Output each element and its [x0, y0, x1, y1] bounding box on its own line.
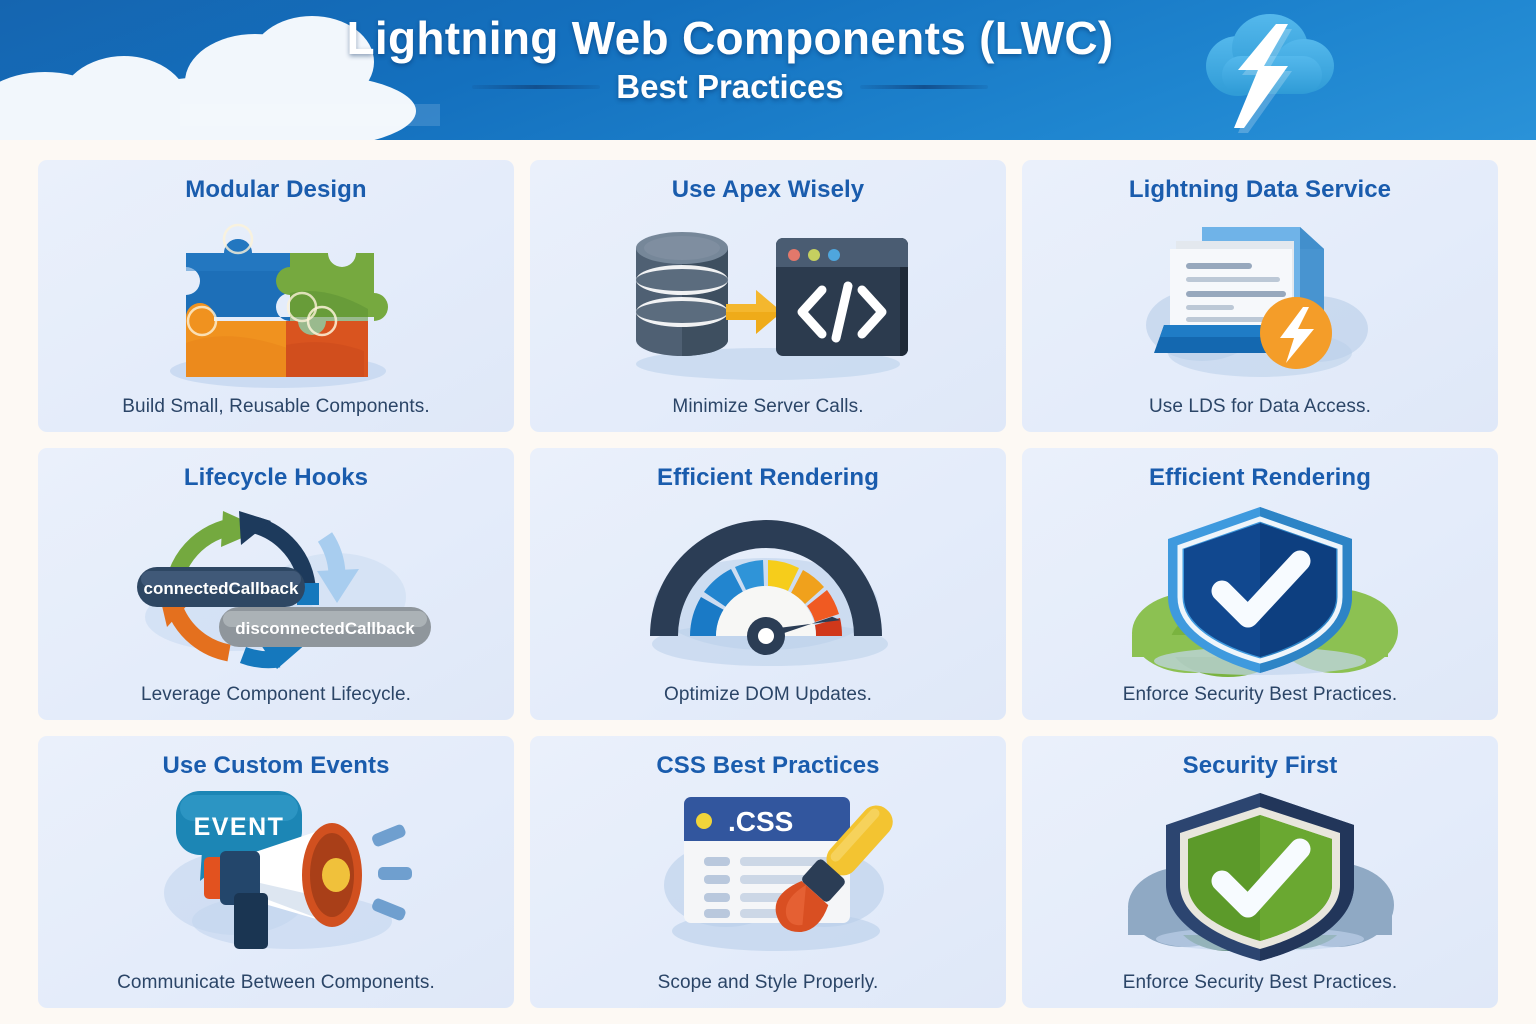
- card-title: Use Custom Events: [162, 752, 390, 779]
- card-title: Lifecycle Hooks: [183, 464, 369, 491]
- card-artwork: [48, 204, 504, 396]
- blue-shield-check-icon: [1132, 507, 1398, 677]
- card-efficient-rendering-security[interactable]: Efficient Rendering Enforce Security Bes…: [1022, 448, 1498, 720]
- card-title: CSS Best Practices: [656, 752, 880, 779]
- card-artwork: [1032, 492, 1488, 684]
- card-caption: Minimize Server Calls.: [672, 396, 864, 417]
- card-use-apex-wisely[interactable]: Use Apex Wisely: [530, 160, 1006, 432]
- page-title: Lightning Web Components (LWC): [346, 12, 1114, 64]
- card-title: Modular Design: [185, 176, 367, 203]
- svg-text:EVENT: EVENT: [194, 813, 285, 841]
- page-header: Lightning Web Components (LWC) Best Prac…: [0, 0, 1536, 140]
- best-practices-grid: Modular Design: [38, 160, 1498, 1008]
- card-title: Use Apex Wisely: [671, 176, 865, 203]
- card-title: Efficient Rendering: [657, 464, 879, 491]
- code-window-icon: [776, 237, 908, 356]
- paintbrush-icon: [775, 805, 893, 933]
- card-caption: Build Small, Reusable Components.: [122, 396, 430, 417]
- svg-text:connectedCallback: connectedCallback: [144, 579, 299, 598]
- card-lightning-data-service[interactable]: Lightning Data Service: [1022, 160, 1498, 432]
- card-efficient-rendering[interactable]: Efficient Rendering: [530, 448, 1006, 720]
- card-title: Lightning Data Service: [1128, 176, 1392, 203]
- event-speech-bubble: EVENT: [176, 791, 302, 881]
- card-artwork: [540, 492, 996, 684]
- card-caption: Optimize DOM Updates.: [664, 684, 872, 705]
- arrow-right-icon: [726, 289, 782, 334]
- pill-connected-callback: connectedCallback: [137, 567, 305, 607]
- card-caption: Enforce Security Best Practices.: [1122, 972, 1398, 993]
- megaphone-icon: [204, 823, 412, 949]
- data-folder-with-lightning-badge-icon: [1146, 227, 1368, 377]
- subtitle-rule-left: [472, 84, 601, 89]
- page-subtitle: Best Practices: [616, 67, 844, 105]
- card-title: Efficient Rendering: [1149, 464, 1371, 491]
- svg-text:.CSS: .CSS: [728, 806, 793, 837]
- page-subtitle-row: Best Practices: [250, 68, 1210, 106]
- card-artwork: [1032, 780, 1488, 972]
- card-modular-design[interactable]: Modular Design: [38, 160, 514, 432]
- card-css-best-practices[interactable]: CSS Best Practices .CSS: [530, 736, 1006, 1008]
- pill-disconnected-callback: disconnectedCallback: [219, 607, 431, 647]
- card-title: Security First: [1182, 752, 1338, 779]
- header-cloud-icon: [196, 74, 416, 140]
- card-caption: Scope and Style Properly.: [657, 972, 879, 993]
- database-to-code-window-icon: [636, 231, 908, 380]
- database-icon: [636, 231, 728, 356]
- card-lifecycle-hooks[interactable]: Lifecycle Hooks: [38, 448, 514, 720]
- svg-text:disconnectedCallback: disconnectedCallback: [235, 619, 415, 638]
- card-artwork: [540, 204, 996, 396]
- card-artwork: .CSS: [540, 780, 996, 972]
- lifecycle-cycle-arrows-icon: connectedCallback disconnectedCallback: [137, 511, 431, 669]
- card-caption: Use LDS for Data Access.: [1148, 396, 1372, 417]
- megaphone-with-event-bubble-icon: EVENT: [164, 791, 412, 949]
- card-artwork: [1032, 204, 1488, 396]
- subtitle-rule-right: [859, 84, 988, 89]
- speedometer-gauge-icon: [650, 520, 888, 666]
- card-caption: Leverage Component Lifecycle.: [140, 684, 412, 705]
- puzzle-pieces-icon: [170, 223, 388, 388]
- cloud-lightning-bolt-icon: [1196, 8, 1346, 136]
- card-caption: Communicate Between Components.: [117, 972, 435, 993]
- card-security-first[interactable]: Security First Enforce Security Best: [1022, 736, 1498, 1008]
- card-use-custom-events[interactable]: Use Custom Events EVENT: [38, 736, 514, 1008]
- header-title-block: Lightning Web Components (LWC) Best Prac…: [250, 12, 1210, 106]
- card-artwork: connectedCallback disconnectedCallback: [48, 492, 504, 684]
- green-shield-check-icon: [1128, 793, 1394, 961]
- header-light-band: [180, 104, 440, 126]
- card-caption: Enforce Security Best Practices.: [1122, 684, 1398, 705]
- lightning-badge-icon: [1260, 297, 1332, 369]
- card-artwork: EVENT: [48, 780, 504, 972]
- css-file-with-paintbrush-icon: .CSS: [664, 797, 893, 951]
